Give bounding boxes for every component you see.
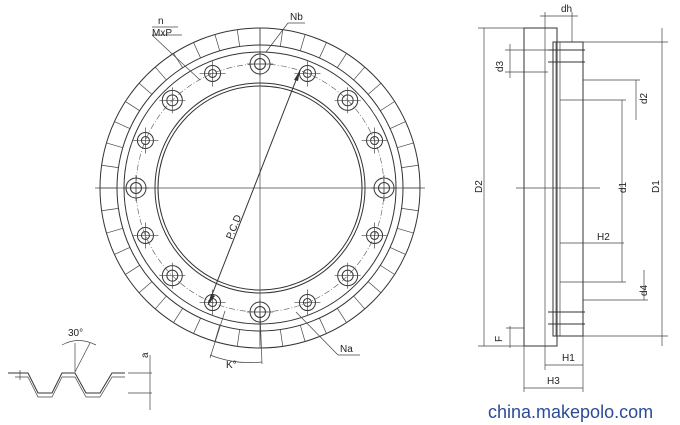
pcd-arrow-top [294,70,300,81]
k-angle-arc [209,354,263,363]
H3-label: H3 [547,376,560,387]
H1-label: H1 [562,353,575,364]
d3-label: d3 [495,60,506,72]
pcd-dimension-line [207,69,301,306]
gear-tooth [299,325,306,342]
nb-label: Nb [290,12,303,23]
gear-tooth [389,247,406,255]
gear-tooth [154,295,167,310]
gear-tooth [114,121,131,129]
side-body [523,27,558,347]
d4-label: d4 [639,284,650,296]
D2-label: D2 [474,180,485,193]
gear-tooth [380,101,395,111]
D1-label: D1 [651,180,662,193]
pcd-label: P.C.D [225,213,245,241]
nmxp-leader [151,34,201,81]
gear-tooth [299,34,306,51]
gear-tooth [173,308,183,323]
k-label: K° [226,360,237,371]
gear-tooth [236,29,240,47]
watermark: china.makepolo.com [488,402,653,422]
angle-arc [61,340,97,346]
mxp-label: MxP [152,28,172,39]
thread-angle-label: 30° [68,328,83,339]
gear-tooth [106,142,123,149]
gear-tooth [353,66,366,81]
gear-tooth [280,29,284,47]
gear-tooth [193,317,201,334]
d2-small-label: d2 [639,92,650,104]
bolt-holes [123,51,397,325]
gear-tooth [138,82,153,95]
gear-tooth [401,208,419,212]
na-label: Na [340,344,353,355]
gear-tooth [319,317,327,334]
side-hub [552,41,584,337]
gear-tooth [154,66,167,81]
gear-tooth [106,227,123,234]
gear-tooth [101,164,119,168]
gear-tooth [125,265,140,275]
thread-profile-outer [8,372,125,394]
gear-tooth [114,247,131,255]
gear-tooth [125,101,140,111]
gear-tooth [397,227,414,234]
gear-tooth [236,329,240,347]
gear-tooth [101,208,119,212]
gear-tooth [380,265,395,275]
k-extension-left [209,310,226,359]
gear-tooth [214,325,221,342]
side-view: dh D2 D1 d2 d1 d4 d3 H2 F [474,4,668,392]
na-leader [295,311,339,356]
front-view: P.C.D K° n MxP Nb Na [95,12,425,371]
dh-label: dh [561,4,572,15]
gear-tooth [397,142,414,149]
thread-a-label: a [140,352,151,358]
gear-tooth [389,121,406,129]
gear-tooth [138,281,153,294]
gear-tooth [280,329,284,347]
gear-tooth [173,53,183,68]
gear-tooth [319,42,327,59]
gear-tooth [193,42,201,59]
d1-small-label: d1 [618,181,629,193]
nb-leader [265,22,289,53]
H2-label: H2 [597,232,610,243]
gear-tooth [367,82,382,95]
gear-tooth [337,53,347,68]
n-label: n [158,16,164,27]
F-label: F [494,336,505,342]
angle-flank-line [74,342,91,373]
gear-tooth [337,308,347,323]
thread-detail: 30° a [8,328,152,410]
pcd-arrow-bottom [208,294,215,305]
gear-tooth [401,164,419,168]
k-extension-right [259,310,263,365]
gear-tooth [367,281,382,294]
gear-tooth [214,34,221,51]
gear-tooth [353,295,366,310]
thread-profile-inner [15,376,125,398]
